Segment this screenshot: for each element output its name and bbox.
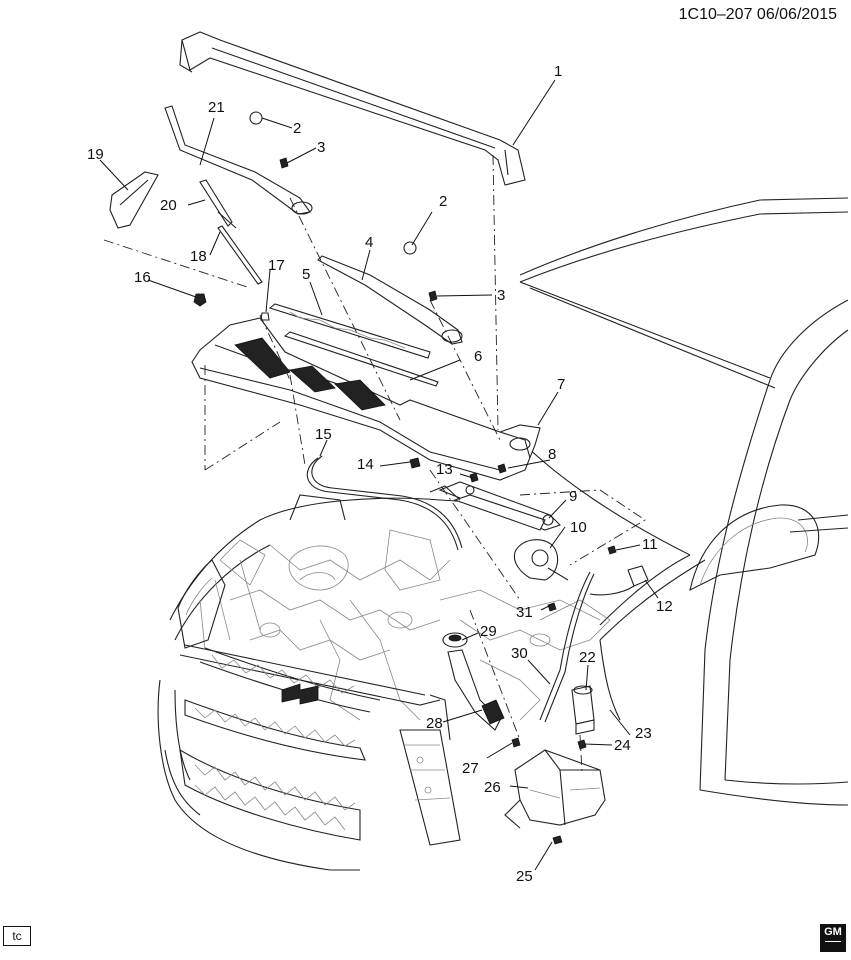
washer-filler-neck bbox=[442, 632, 505, 731]
callout-4: 4 bbox=[365, 234, 373, 251]
leader-lines bbox=[99, 79, 659, 871]
arm-caps-nuts bbox=[249, 111, 438, 302]
reference-lines bbox=[103, 154, 646, 773]
wiper-arm-left bbox=[164, 105, 313, 215]
washer-hoses-lower bbox=[539, 571, 621, 723]
gm-logo-text: GM bbox=[824, 926, 842, 938]
wiper-arm-right bbox=[317, 255, 463, 345]
callout-19: 19 bbox=[87, 146, 104, 163]
callout-23: 23 bbox=[635, 725, 652, 742]
callout-11: 11 bbox=[642, 536, 658, 553]
callout-25: 25 bbox=[516, 868, 533, 885]
callout-2: 2 bbox=[293, 120, 301, 137]
callout-16: 16 bbox=[134, 269, 151, 286]
callout-labels: 1 2 3 2 3 4 5 6 7 8 9 10 11 12 13 14 15 … bbox=[87, 63, 673, 885]
washer-jet-assembly bbox=[199, 179, 263, 285]
gm-logo: GM bbox=[820, 924, 846, 952]
callout-6: 6 bbox=[474, 348, 482, 365]
callout-13: 13 bbox=[436, 461, 453, 478]
callout-3: 3 bbox=[497, 287, 505, 304]
gm-logo-underline bbox=[825, 941, 841, 942]
cowl-grille-panel bbox=[191, 317, 541, 481]
callout-28: 28 bbox=[426, 715, 443, 732]
cowl-fasteners bbox=[193, 293, 270, 321]
callout-15: 15 bbox=[315, 426, 332, 443]
tc-label: tc bbox=[3, 926, 31, 946]
hood-seal bbox=[179, 31, 526, 186]
callout-20: 20 bbox=[160, 197, 177, 214]
callout-9: 9 bbox=[569, 488, 577, 505]
callout-31: 31 bbox=[516, 604, 533, 621]
callout-22: 22 bbox=[579, 649, 596, 666]
washer-reservoir bbox=[504, 737, 606, 845]
wiper-arm-cap bbox=[109, 171, 159, 229]
illustration-id: 1C10–207 06/06/2015 bbox=[678, 6, 837, 23]
wiper-blades bbox=[268, 303, 439, 387]
callout-17: 17 bbox=[268, 257, 285, 274]
callout-29: 29 bbox=[480, 623, 497, 640]
callout-30: 30 bbox=[511, 645, 528, 662]
callout-27: 27 bbox=[462, 760, 479, 777]
callout-1: 1 bbox=[554, 63, 562, 80]
callout-12: 12 bbox=[656, 598, 673, 615]
callout-24: 24 bbox=[614, 737, 631, 754]
callout-18: 18 bbox=[190, 248, 207, 265]
callout-7: 7 bbox=[557, 376, 565, 393]
washer-hose-connector bbox=[589, 565, 649, 596]
wiper-linkage-motor bbox=[409, 457, 617, 612]
callout-26: 26 bbox=[484, 779, 501, 796]
washer-pump bbox=[571, 685, 595, 735]
washer-hose-upper bbox=[306, 455, 463, 551]
vehicle-outline bbox=[157, 197, 849, 871]
callout-21: 21 bbox=[208, 99, 225, 116]
callout-5: 5 bbox=[302, 266, 310, 283]
callout-14: 14 bbox=[357, 456, 374, 473]
callout-2: 2 bbox=[439, 193, 447, 210]
callout-10: 10 bbox=[570, 519, 587, 536]
callout-3: 3 bbox=[317, 139, 325, 156]
callout-8: 8 bbox=[548, 446, 556, 463]
